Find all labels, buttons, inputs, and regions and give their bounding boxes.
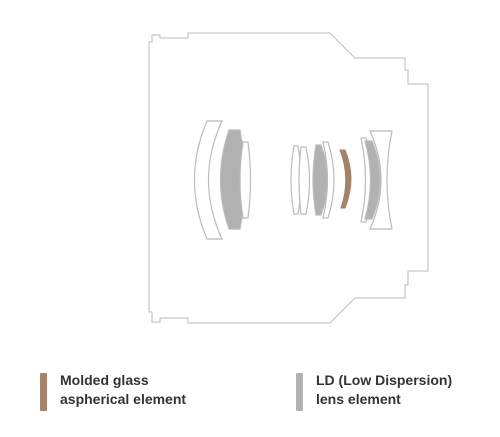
- lens-element-6-ld: [312, 144, 329, 216]
- ld-element-swatch: [296, 373, 303, 411]
- lens-barrel-outline: [148, 32, 429, 324]
- lens-element-7: [322, 141, 335, 219]
- lens-element-3: [239, 141, 252, 219]
- molded-glass-swatch: [40, 373, 47, 411]
- legend-ld-element: LD (Low Dispersion) lens element: [296, 371, 452, 411]
- legend-molded-line2: aspherical element: [60, 391, 187, 407]
- lens-element-1: [193, 120, 223, 240]
- legend-molded-line1: Molded glass: [60, 372, 149, 388]
- lens-element-11: [369, 130, 393, 230]
- lens-element-5: [298, 146, 311, 215]
- lens-element-10-ld: [364, 140, 381, 220]
- legend-ld-line1: LD (Low Dispersion): [316, 372, 453, 388]
- lens-element-8-molded-aspherical: [339, 149, 352, 209]
- legend-molded-glass: Molded glass aspherical element: [40, 371, 186, 411]
- legend-ld-line2: lens element: [316, 391, 401, 407]
